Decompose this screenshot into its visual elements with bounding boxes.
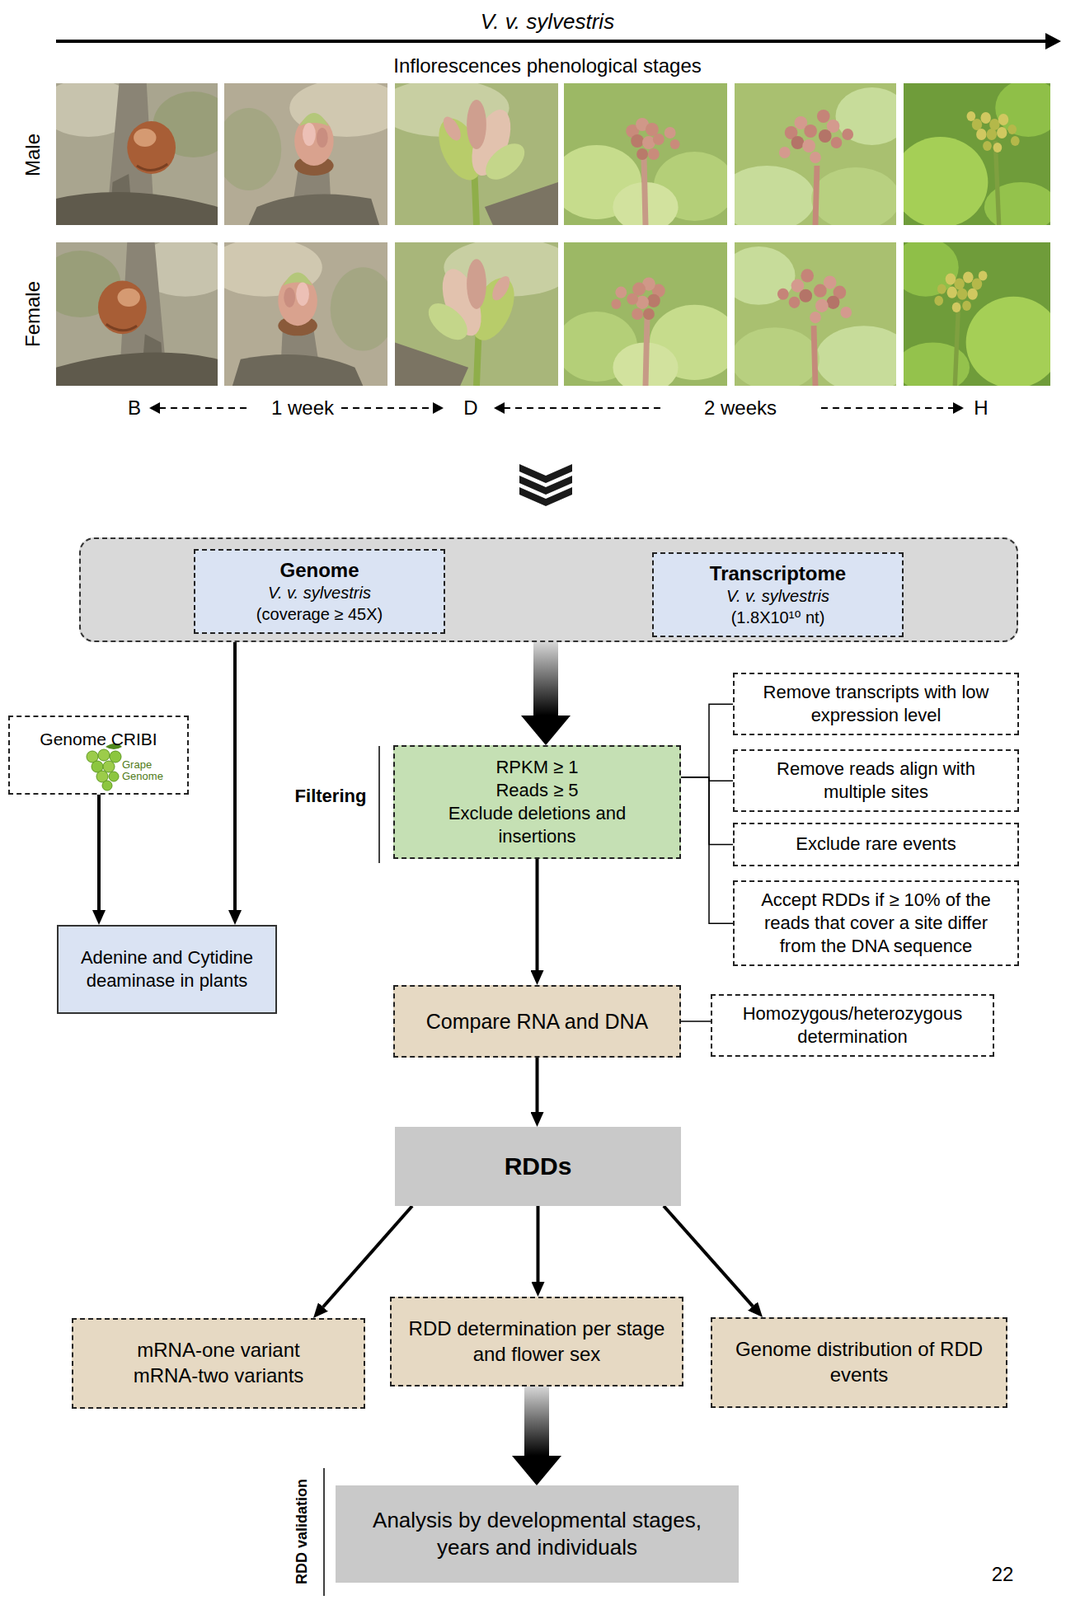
photo (378, 79, 559, 226)
timeline-arrow (56, 39, 1048, 43)
data-box: TranscriptomeV. v. sylvestris(1.8X10¹⁰ n… (652, 552, 904, 638)
data-box: GenomeV. v. sylvestris(coverage ≥ 45X) (193, 549, 446, 634)
note-box: Homozygous/heterozygous determination (710, 994, 995, 1057)
criterion-box: Accept RDDs if ≥ 10% of the reads that c… (732, 880, 1020, 967)
process-box: Compare RNA and DNA (393, 985, 681, 1058)
axis-title: Inflorescences phenological stages (393, 54, 702, 79)
connector-line (680, 704, 733, 778)
group-label: Filtering (295, 785, 367, 808)
interval-label: 2 weeks (704, 396, 777, 421)
connector-arrow (535, 859, 540, 971)
node-text: (1.8X10¹⁰ nt) (731, 607, 826, 630)
node-text: mRNA-two variants (133, 1363, 305, 1390)
node-text: V. v. sylvestris (267, 582, 371, 605)
connector-arrow (536, 1206, 541, 1283)
criterion-box: Remove transcripts with low expression l… (732, 672, 1020, 736)
node-text: Compare RNA and DNA (426, 1008, 649, 1035)
node-text: RDDs (504, 1150, 573, 1183)
photo (718, 83, 908, 232)
bracket-line (378, 746, 381, 864)
interval-label: 1 week (271, 396, 334, 421)
row-label: Male (21, 133, 46, 177)
node-text: Genome (279, 558, 359, 584)
photo (551, 83, 736, 232)
grape-icon (86, 743, 123, 791)
block-arrow (533, 642, 559, 716)
group-label: RDD validation (293, 1479, 312, 1585)
arrow-head (1045, 32, 1062, 50)
connector-line (680, 777, 733, 846)
node-text: Homozygous/heterozygous determination (727, 1002, 978, 1049)
node-text: Exclude rare events (795, 832, 956, 856)
filter-box: RPKM ≥ 1Reads ≥ 5Exclude deletions and i… (393, 745, 681, 860)
analysis-box: mRNA-one variantmRNA-two variants (71, 1318, 366, 1409)
connector-arrow (535, 1057, 540, 1113)
node-text: mRNA-one variant (136, 1338, 300, 1364)
node-text: Remove transcripts with low expression l… (749, 680, 1003, 728)
connector-arrow (233, 633, 237, 911)
photo (207, 238, 396, 386)
node-text: Grape Genome (122, 759, 175, 784)
node-text: Remove reads align with multiple sites (749, 757, 1003, 804)
node-text: Reads ≥ 5 (495, 779, 578, 803)
node-text: Adenine and Cytidine deaminase in plants (73, 946, 261, 993)
node-text: Exclude deletions and insertions (409, 802, 665, 849)
photo (892, 238, 1062, 393)
stage-label: D (463, 396, 478, 421)
node-text: Genome distribution of RDD events (727, 1337, 991, 1388)
criterion-box: Exclude rare events (732, 822, 1020, 867)
axis-title: V. v. sylvestris (480, 9, 615, 35)
result-box: RDDs (394, 1127, 681, 1207)
photo (394, 238, 575, 386)
node-text: RDD determination per stage and flower s… (406, 1316, 667, 1367)
photo (39, 79, 234, 226)
criterion-box: Remove reads align with multiple sites (732, 749, 1020, 813)
block-arrow (524, 1386, 550, 1456)
photo (39, 238, 234, 386)
node-text: (coverage ≥ 45X) (256, 604, 383, 626)
photo (216, 79, 404, 226)
stage-label: B (127, 396, 141, 421)
node-text: Accept RDDs if ≥ 10% of the reads that c… (749, 888, 1003, 958)
connector-line (680, 777, 733, 924)
process-box: Adenine and Cytidine deaminase in plants (56, 925, 278, 1015)
analysis-box: Genome distribution of RDD events (710, 1317, 1008, 1409)
bracket-line (323, 1468, 325, 1597)
node-text: Transcriptome (709, 561, 846, 588)
connector-line (680, 1020, 711, 1023)
page-number: 22 (991, 1563, 1015, 1588)
analysis-box: RDD determination per stage and flower s… (389, 1296, 684, 1387)
database-box: Genome CRIBI Grape Genome (8, 715, 189, 795)
connector-arrow (97, 794, 101, 911)
photo (892, 79, 1062, 232)
row-label: Female (21, 281, 46, 348)
connector-arrow (663, 1206, 753, 1307)
connector-arrow (323, 1206, 413, 1308)
node-text: Analysis by developmental stages, years … (350, 1507, 724, 1563)
stage-label: H (973, 396, 988, 421)
photo (722, 242, 912, 393)
node-text: Genome CRIBI (39, 728, 157, 752)
node-text: V. v. sylvestris (726, 586, 830, 608)
input-panel: GenomeV. v. sylvestris(coverage ≥ 45X)Tr… (79, 537, 1019, 643)
node-text: RPKM ≥ 1 (495, 756, 578, 780)
photo (555, 242, 740, 393)
chevron-symbol (519, 464, 573, 507)
validation-box: Analysis by developmental stages, years … (335, 1485, 739, 1583)
